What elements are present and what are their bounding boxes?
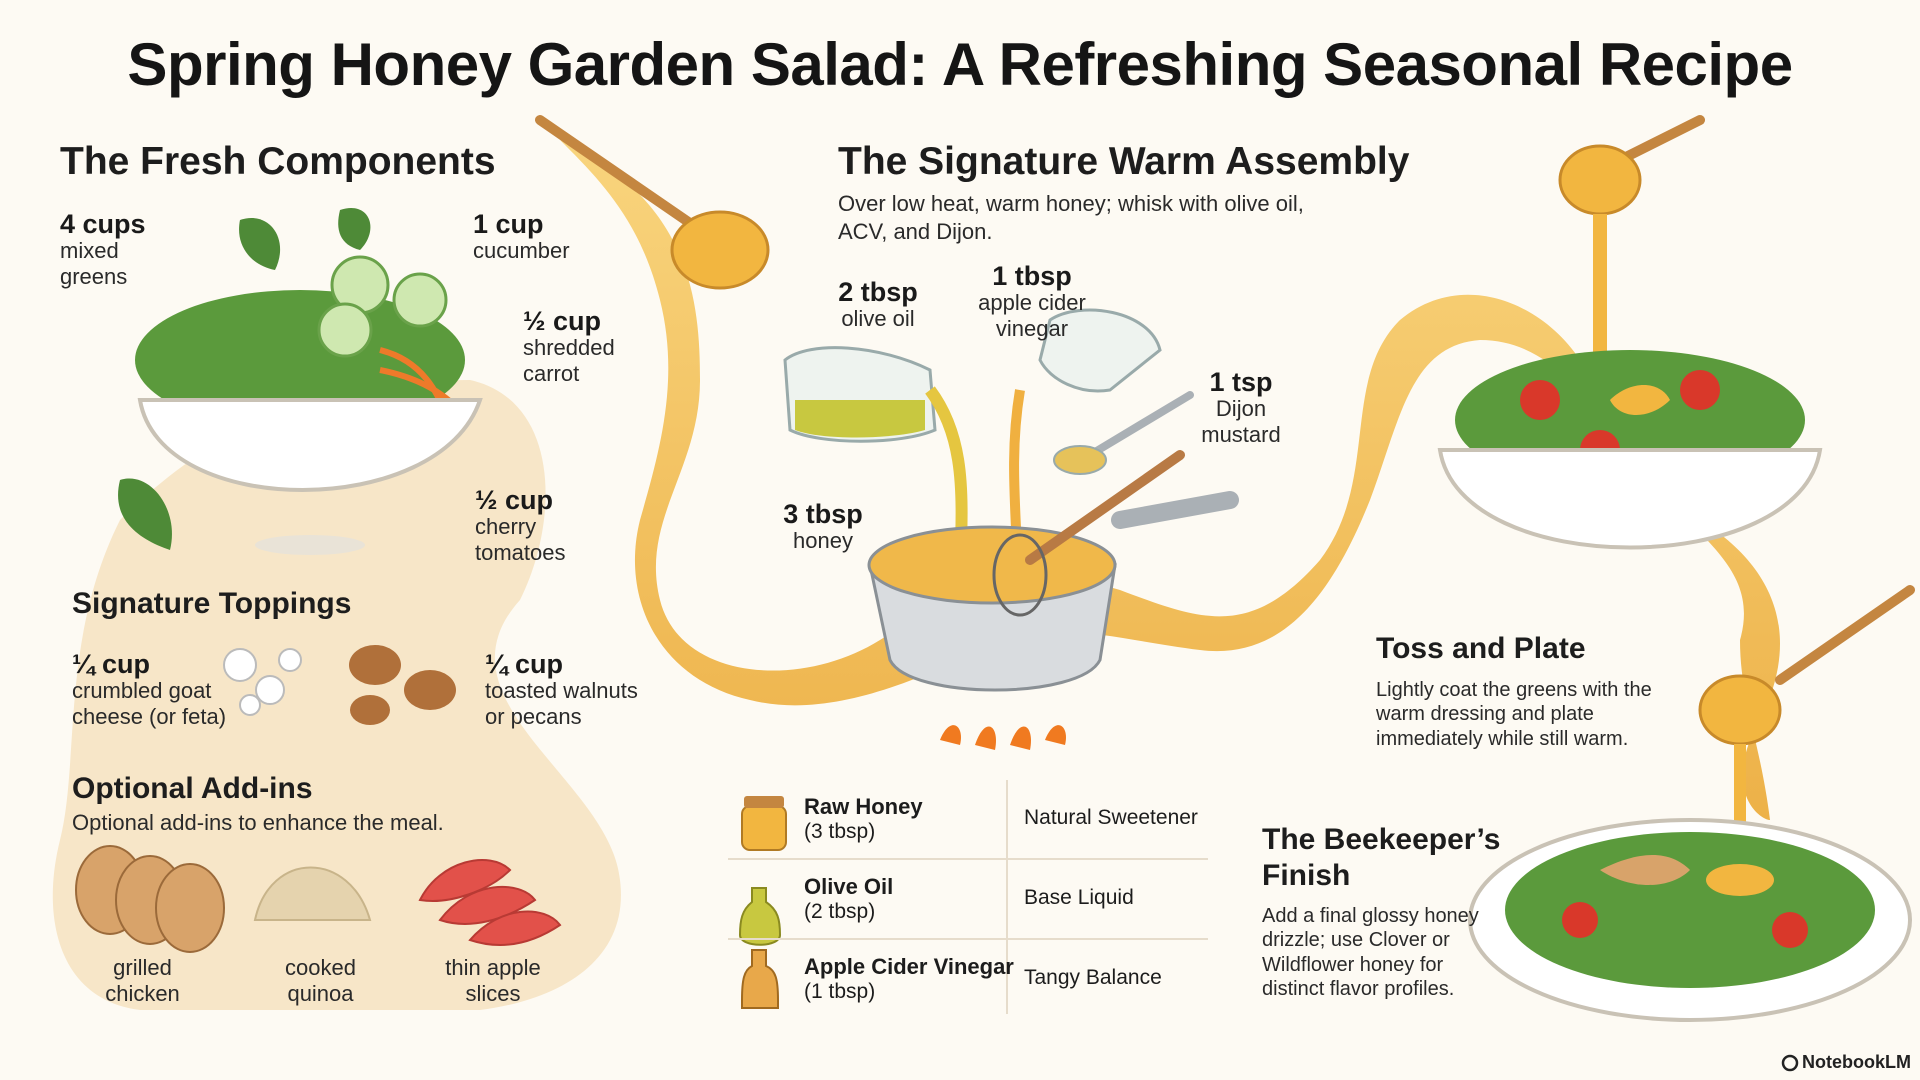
- apple-slices-icon: [418, 859, 562, 946]
- toss-text: Lightly coat the greens with the warm dr…: [1376, 679, 1652, 750]
- goat-cheese-icon: [223, 648, 302, 716]
- honey-dipper-icon: [535, 115, 770, 290]
- notebooklm-logo-icon: [1781, 1054, 1799, 1072]
- description: toasted walnuts or pecans: [485, 678, 638, 730]
- amount: ½ cup: [475, 485, 554, 515]
- table-name: Olive Oil: [804, 874, 894, 899]
- ingredient-cucumber: 1 cup cucumber: [473, 210, 570, 264]
- leaf-icon-3: [338, 208, 371, 250]
- ingredient-tomatoes: ½ cup cherry tomatoes: [475, 486, 566, 566]
- olive-oil-bottle-icon: [738, 887, 782, 946]
- table-qty: (2 tbsp): [804, 900, 876, 923]
- honey-dipper-icon-bottom: [1698, 585, 1915, 860]
- components-heading: The Fresh Components: [60, 140, 496, 183]
- amount: 1 tbsp: [992, 261, 1072, 291]
- addins-heading: Optional Add-ins: [72, 772, 313, 805]
- table-qty: (3 tbsp): [804, 820, 876, 843]
- description: cucumber: [473, 238, 570, 264]
- description: apple cider vinegar: [978, 290, 1086, 342]
- toss-heading: Toss and Plate: [1376, 632, 1586, 665]
- table-desc: Base Liquid: [1024, 886, 1134, 909]
- finish-text: Add a final glossy honey drizzle; use Cl…: [1262, 905, 1479, 1001]
- assembly-text: Over low heat, warm honey; whisk with ol…: [838, 191, 1304, 244]
- toppings-heading: Signature Toppings: [72, 587, 352, 620]
- amount: 3 tbsp: [783, 499, 863, 529]
- amount: 4 cups: [60, 209, 146, 239]
- table-desc: Tangy Balance: [1024, 966, 1162, 989]
- description: mixed greens: [60, 238, 128, 290]
- description: crumbled goat cheese (or feta): [72, 678, 227, 730]
- leaf-icon: [118, 478, 172, 550]
- plated-salad-icon: [1468, 818, 1912, 1022]
- table-row: Raw Honey (3 tbsp) Natural Sweetener: [728, 780, 1208, 860]
- vinegar-bottle-icon: [741, 949, 779, 1009]
- addins-text: Optional add-ins to enhance the meal.: [72, 810, 444, 835]
- amount: ¼ cup: [485, 649, 564, 679]
- tossed-salad-bowl-icon: [1437, 350, 1823, 550]
- addin-quinoa-label: cooked quinoa: [285, 955, 356, 1006]
- topping-walnuts: ¼ cup toasted walnuts or pecans: [485, 650, 638, 730]
- dijon-spoon-icon: [1053, 391, 1194, 475]
- description: olive oil: [841, 306, 915, 332]
- page-title: Spring Honey Garden Salad: A Refreshing …: [127, 31, 1793, 98]
- assembly-dijon: 1 tsp Dijon mustard: [1188, 368, 1294, 448]
- honey-jar-icon: [741, 796, 787, 851]
- ingredient-carrot: ½ cup shredded carrot: [523, 307, 615, 387]
- table-divider: [1006, 780, 1008, 1014]
- quinoa-icon: [253, 866, 372, 921]
- addin-chicken-label: grilled chicken: [105, 955, 180, 1006]
- brand-label: NotebookLM: [1802, 1052, 1911, 1072]
- amount: ¼ cup: [72, 649, 151, 679]
- description: honey: [793, 528, 853, 554]
- grilled-chicken-icon: [75, 845, 225, 953]
- honey-ribbon: [560, 140, 1780, 820]
- finish-heading: The Beekeeper’s Finish: [1262, 823, 1501, 892]
- assembly-heading: The Signature Warm Assembly: [838, 140, 1410, 183]
- dressing-table: Raw Honey (3 tbsp) Natural Sweetener Oli…: [728, 780, 1208, 1018]
- table-qty: (1 tbsp): [804, 980, 876, 1003]
- cream-background-blob: [52, 380, 621, 1010]
- description: shredded carrot: [523, 335, 615, 387]
- assembly-vinegar: 1 tbsp apple cider vinegar: [972, 262, 1092, 342]
- walnut-icon: [349, 645, 456, 725]
- assembly-honey: 3 tbsp honey: [773, 500, 873, 554]
- amount: 1 cup: [473, 209, 544, 239]
- topping-goat-cheese: ¼ cup crumbled goat cheese (or feta): [72, 650, 226, 730]
- table-desc: Natural Sweetener: [1024, 806, 1198, 829]
- whisk-icon: [992, 450, 1185, 617]
- amount: 1 tsp: [1209, 367, 1273, 397]
- saucepan-icon: [867, 491, 1239, 692]
- salad-bowl-icon: [135, 255, 483, 555]
- assembly-olive-oil: 2 tbsp olive oil: [818, 278, 938, 332]
- table-row: Apple Cider Vinegar (1 tbsp) Tangy Balan…: [728, 940, 1208, 1018]
- amount: 2 tbsp: [838, 277, 918, 307]
- flame-icon: [940, 725, 1066, 750]
- table-row: Olive Oil (2 tbsp) Base Liquid: [728, 860, 1208, 940]
- description: Dijon mustard: [1201, 396, 1281, 448]
- addin-apple-label: thin apple slices: [445, 955, 541, 1006]
- leaf-icon-2: [239, 218, 281, 270]
- table-name: Raw Honey: [804, 794, 923, 819]
- amount: ½ cup: [523, 306, 602, 336]
- ingredient-mixed-greens: 4 cups mixed greens: [60, 210, 146, 290]
- table-name: Apple Cider Vinegar: [804, 954, 1014, 979]
- description: cherry tomatoes: [475, 514, 566, 566]
